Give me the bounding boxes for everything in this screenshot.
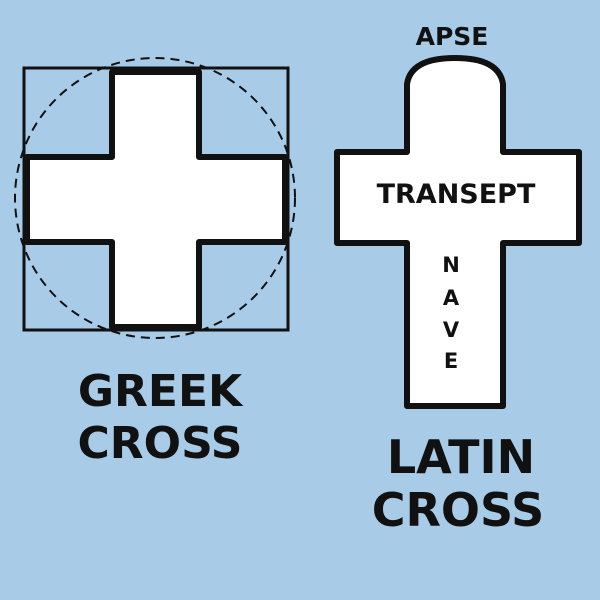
latin-cross-title-line1: LATIN (387, 430, 535, 484)
greek-cross-shape (24, 69, 288, 330)
nave-letter-n: N (442, 253, 460, 277)
latin-cross-title-line2: CROSS (372, 483, 544, 537)
apse-label: APSE (416, 22, 489, 51)
nave-letter-a: A (443, 286, 460, 310)
transept-label: TRANSEPT (377, 179, 536, 210)
greek-cross-title-line2: CROSS (78, 418, 243, 469)
nave-letter-v: V (443, 318, 460, 342)
latin-cross-diagram (334, 55, 582, 409)
latin-cross-shape (334, 55, 582, 409)
greek-cross-diagram (14, 57, 296, 339)
greek-circumcircle (14, 57, 296, 339)
greek-cross-title-line1: GREEK (78, 366, 244, 417)
nave-letter-e: E (444, 349, 458, 373)
